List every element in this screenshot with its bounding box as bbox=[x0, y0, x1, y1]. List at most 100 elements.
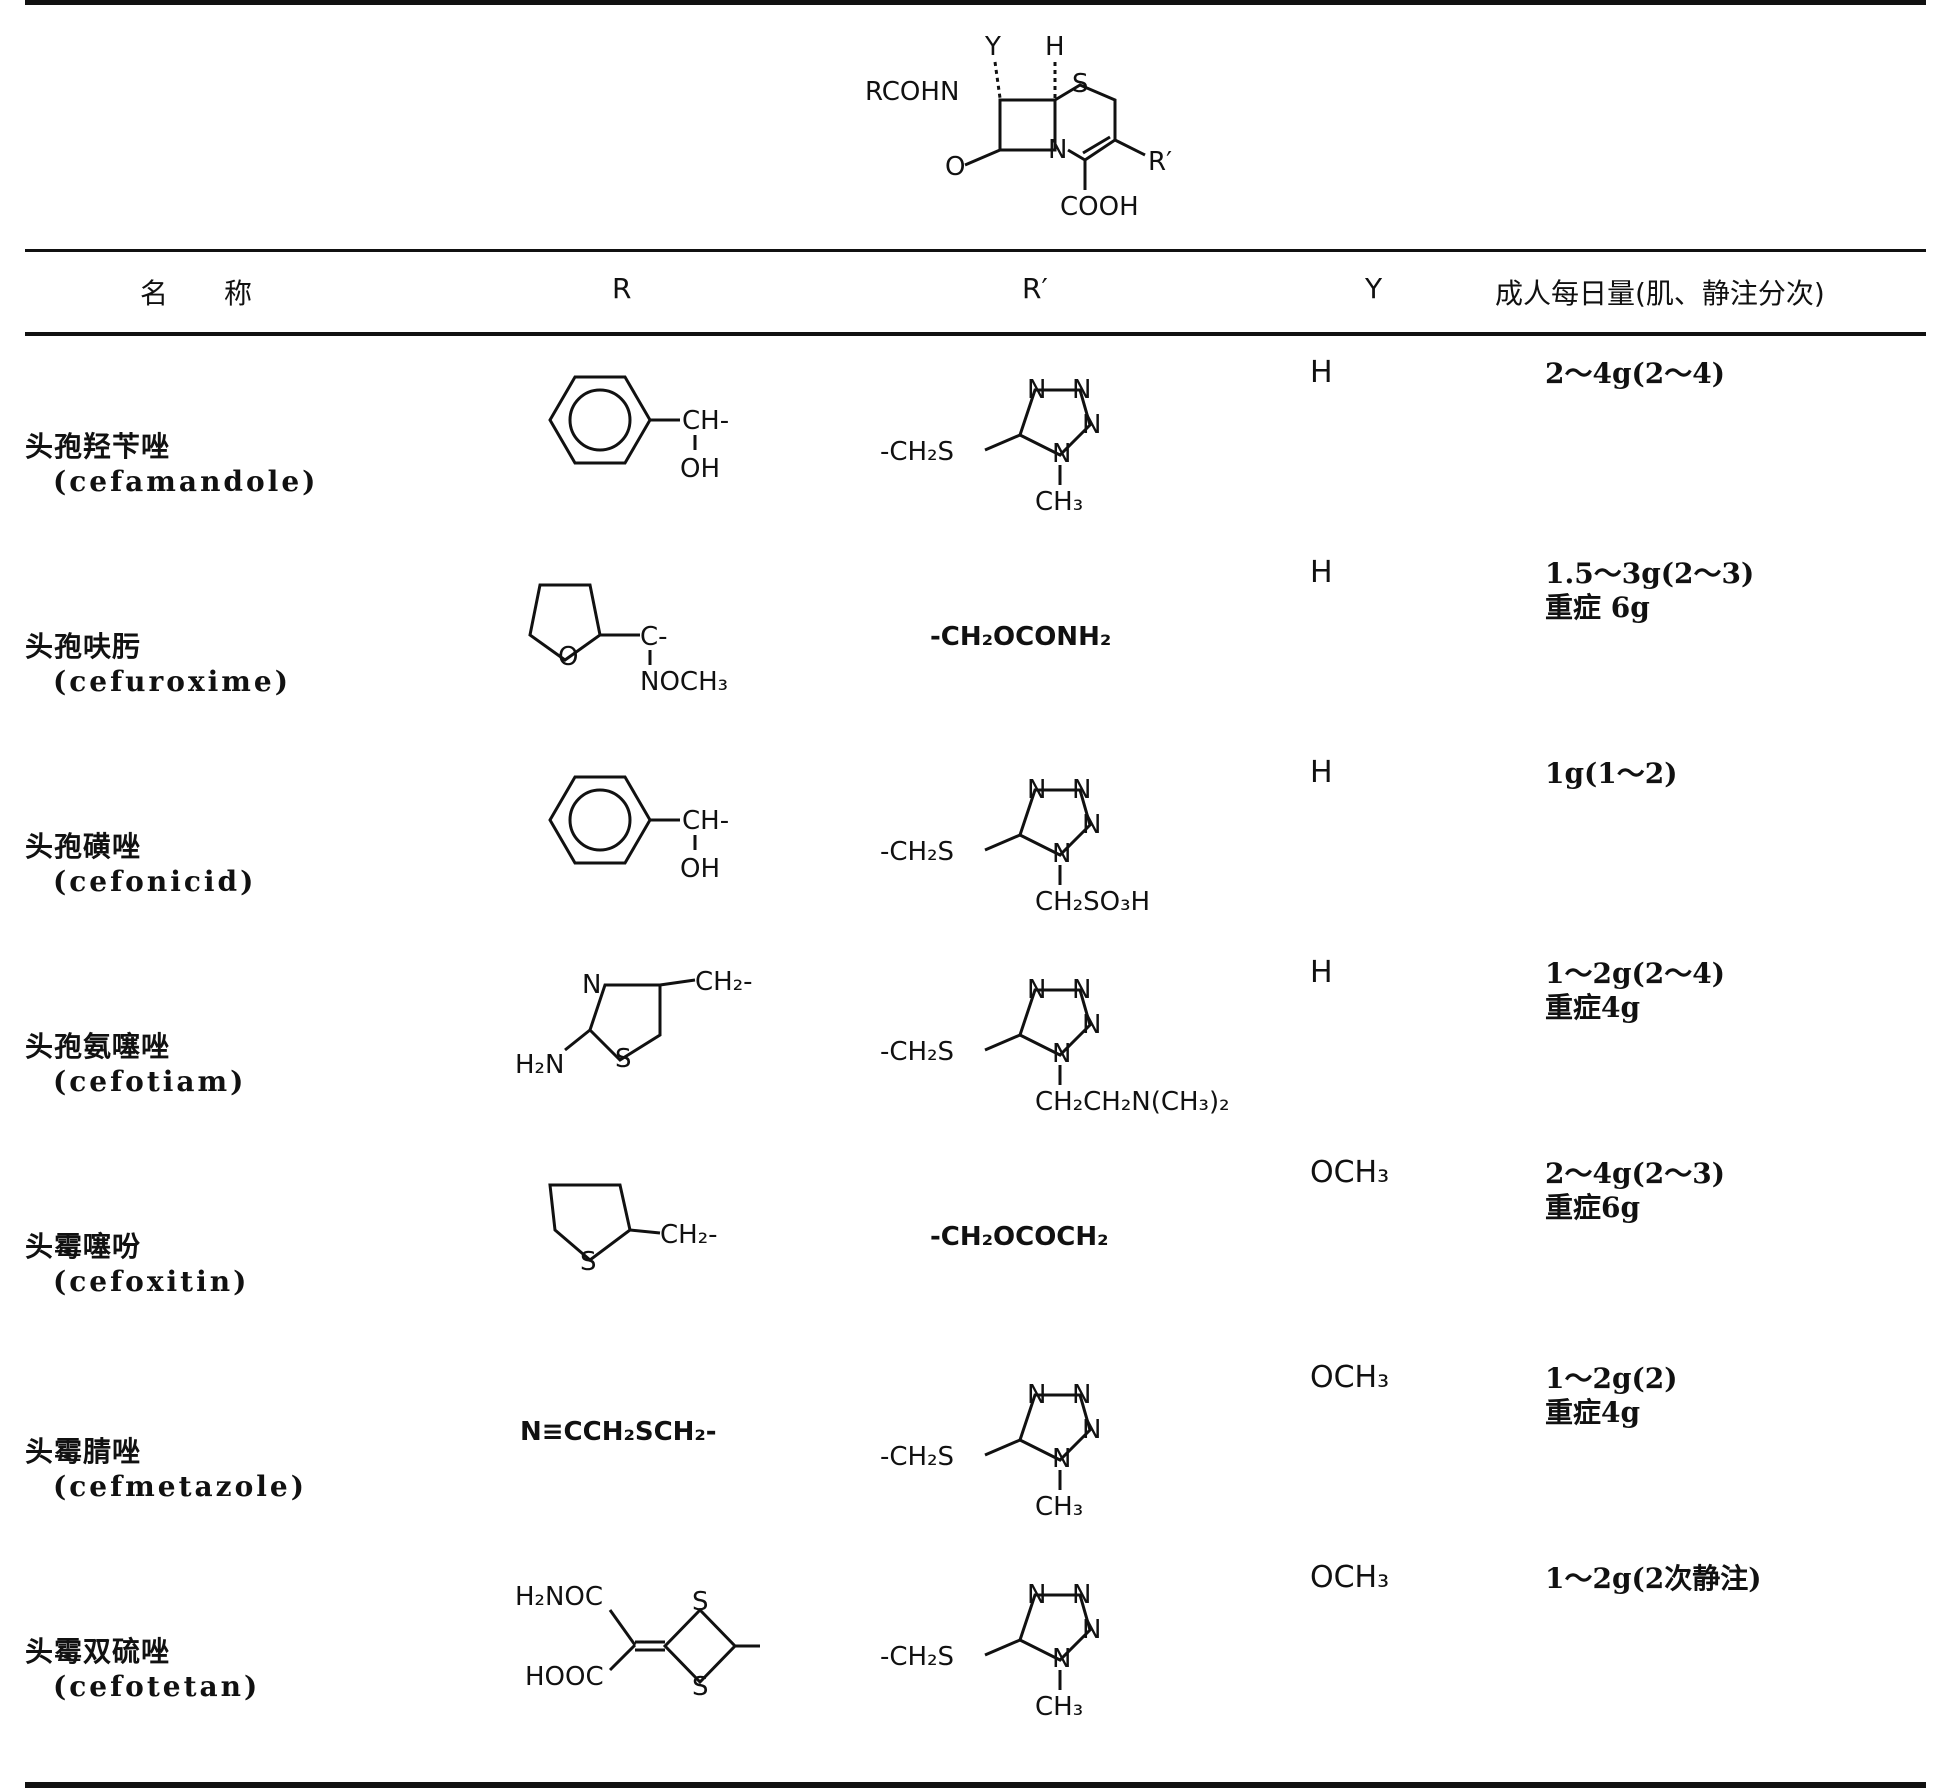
dose-line: 重症4g bbox=[1545, 1396, 1641, 1429]
core-h: H bbox=[1045, 32, 1065, 62]
dose-line: 2～4g(2～3) bbox=[1545, 1157, 1726, 1190]
core-y: Y bbox=[984, 32, 1001, 62]
r-label: S bbox=[692, 1587, 709, 1617]
tetrazole-ring bbox=[1018, 988, 1092, 1057]
core-rcohn: RCOHN bbox=[865, 77, 959, 107]
dose-line: 1～2g(2次静注) bbox=[1545, 1562, 1762, 1595]
core-s: S bbox=[1072, 69, 1089, 99]
y-value: OCH₃ bbox=[1310, 1360, 1390, 1395]
furan-ring bbox=[528, 583, 602, 662]
dose: 1～2g(2)重症4g bbox=[1545, 1362, 1678, 1430]
drug-name-en: (cefamandole) bbox=[53, 465, 319, 498]
drug-name: 头霉腈唑 (cefmetazole) bbox=[25, 1430, 307, 1503]
r-structure: CH- OH bbox=[548, 775, 729, 884]
r-label: CH₂- bbox=[695, 967, 753, 997]
rp-sub: CH₃ bbox=[1035, 1492, 1083, 1522]
drug-name-cn: 头孢呋肟 bbox=[25, 630, 142, 663]
r-label: CH- bbox=[682, 406, 729, 436]
thiazole-ring bbox=[588, 983, 662, 1062]
tetrazole-n: N bbox=[1027, 375, 1046, 405]
tetrazole-n: N bbox=[1052, 1644, 1071, 1674]
drug-name-en: (cefotiam) bbox=[53, 1065, 247, 1098]
drug-name-cn: 头霉腈唑 bbox=[25, 1435, 142, 1468]
rp-formula: -CH₂OCOCH₂ bbox=[930, 1222, 1109, 1252]
drug-name: 头霉双硫唑 (cefotetan) bbox=[25, 1630, 260, 1703]
r-label: OH bbox=[680, 454, 720, 484]
tetrazole-n: N bbox=[1052, 439, 1071, 469]
tetrazole-n: N bbox=[1082, 1415, 1101, 1445]
tetrazole-n: N bbox=[1082, 1010, 1101, 1040]
rp-formula: -CH₂OCONH₂ bbox=[930, 622, 1111, 652]
r-label: S bbox=[580, 1247, 597, 1277]
r-label: OH bbox=[680, 854, 720, 884]
tetrazole-n: N bbox=[1082, 410, 1101, 440]
drug-name-cn: 头孢氨噻唑 bbox=[25, 1030, 171, 1063]
tetrazole-n: N bbox=[1027, 1580, 1046, 1610]
dose-line: 重症4g bbox=[1545, 991, 1641, 1024]
tetrazole-n: N bbox=[1052, 839, 1071, 869]
drug-name-en: (cefoxitin) bbox=[53, 1265, 250, 1298]
rp-sub: CH₂SO₃H bbox=[1035, 887, 1150, 917]
r-label: CH₂- bbox=[660, 1220, 718, 1250]
drug-name-cn: 头霉双硫唑 bbox=[25, 1635, 171, 1668]
r-structure: O C- NOCH₃ bbox=[528, 583, 728, 697]
r-structure: N≡CCH₂SCH₂- bbox=[520, 1417, 717, 1447]
tetrazole-n: N bbox=[1052, 1039, 1071, 1069]
r-label: H₂NOC bbox=[515, 1582, 603, 1612]
r-structure: CH- OH bbox=[548, 375, 729, 484]
tetrazole-n: N bbox=[1072, 975, 1091, 1005]
core-structure: RCOHN Y H O N S R′ COOH bbox=[865, 32, 1172, 222]
drug-name: 头孢羟苄唑 (cefamandole) bbox=[25, 425, 318, 498]
drug-name-cn: 头孢磺唑 bbox=[25, 830, 142, 863]
dose-line: 重症6g bbox=[1545, 1191, 1641, 1224]
r-prime-structure: -CH₂OCOCH₂ bbox=[930, 1222, 1109, 1252]
drug-name-cn: 头孢羟苄唑 bbox=[25, 430, 171, 463]
r-label: S bbox=[692, 1672, 709, 1702]
r-label: HOOC bbox=[525, 1662, 604, 1692]
header-bottom-rule bbox=[25, 332, 1926, 336]
tetrazole-n: N bbox=[1052, 1444, 1071, 1474]
bottom-rule bbox=[25, 1782, 1926, 1788]
drug-name: 头霉噻吩 (cefoxitin) bbox=[25, 1225, 249, 1298]
r-label: NOCH₃ bbox=[640, 667, 728, 697]
tetrazole-n: N bbox=[1027, 975, 1046, 1005]
r-label: C- bbox=[640, 622, 668, 652]
y-value: H bbox=[1310, 755, 1333, 790]
y-value: H bbox=[1310, 355, 1333, 390]
rp-left: -CH₂S bbox=[880, 437, 954, 467]
tetrazole-n: N bbox=[1072, 1380, 1091, 1410]
dose-line: 1g(1～2) bbox=[1545, 757, 1678, 790]
rp-sub: CH₂CH₂N(CH₃)₂ bbox=[1035, 1087, 1230, 1117]
tetrazole-n: N bbox=[1082, 1615, 1101, 1645]
drug-name-en: (cefotetan) bbox=[53, 1670, 261, 1703]
drug-name: 头孢氨噻唑 (cefotiam) bbox=[25, 1025, 246, 1098]
rp-sub: CH₃ bbox=[1035, 487, 1083, 517]
dose-line: 1.5～3g(2～3) bbox=[1545, 557, 1755, 590]
dose-line: 2～4g(2～4) bbox=[1545, 357, 1726, 390]
thiophene-ring bbox=[548, 1183, 632, 1262]
r-structure: H₂NOC HOOC S S bbox=[515, 1582, 760, 1702]
header-name: 名 称 bbox=[140, 277, 253, 310]
drug-name: 头孢呋肟 (cefuroxime) bbox=[25, 625, 291, 698]
drug-name: 头孢磺唑 (cefonicid) bbox=[25, 825, 256, 898]
dose: 1～2g(2～4)重症4g bbox=[1545, 957, 1725, 1025]
r-label: CH- bbox=[682, 806, 729, 836]
drug-name-en: (cefonicid) bbox=[53, 865, 257, 898]
core-cooh: COOH bbox=[1060, 192, 1139, 222]
r-label: O bbox=[558, 642, 578, 672]
y-value: H bbox=[1310, 955, 1333, 990]
header-dose: 成人每日量(肌、静注分次) bbox=[1495, 277, 1825, 310]
core-n: N bbox=[1048, 135, 1067, 165]
y-value: H bbox=[1310, 555, 1333, 590]
tetrazole-n: N bbox=[1072, 775, 1091, 805]
dose-line: 1～2g(2) bbox=[1545, 1362, 1678, 1395]
tetrazole-n: N bbox=[1027, 1380, 1046, 1410]
header-r: R bbox=[612, 272, 632, 305]
core-o: O bbox=[945, 152, 965, 182]
tetrazole-ring bbox=[1018, 1593, 1092, 1662]
tetrazole-n: N bbox=[1072, 1580, 1091, 1610]
dose: 2～4g(2～3)重症6g bbox=[1545, 1157, 1725, 1225]
